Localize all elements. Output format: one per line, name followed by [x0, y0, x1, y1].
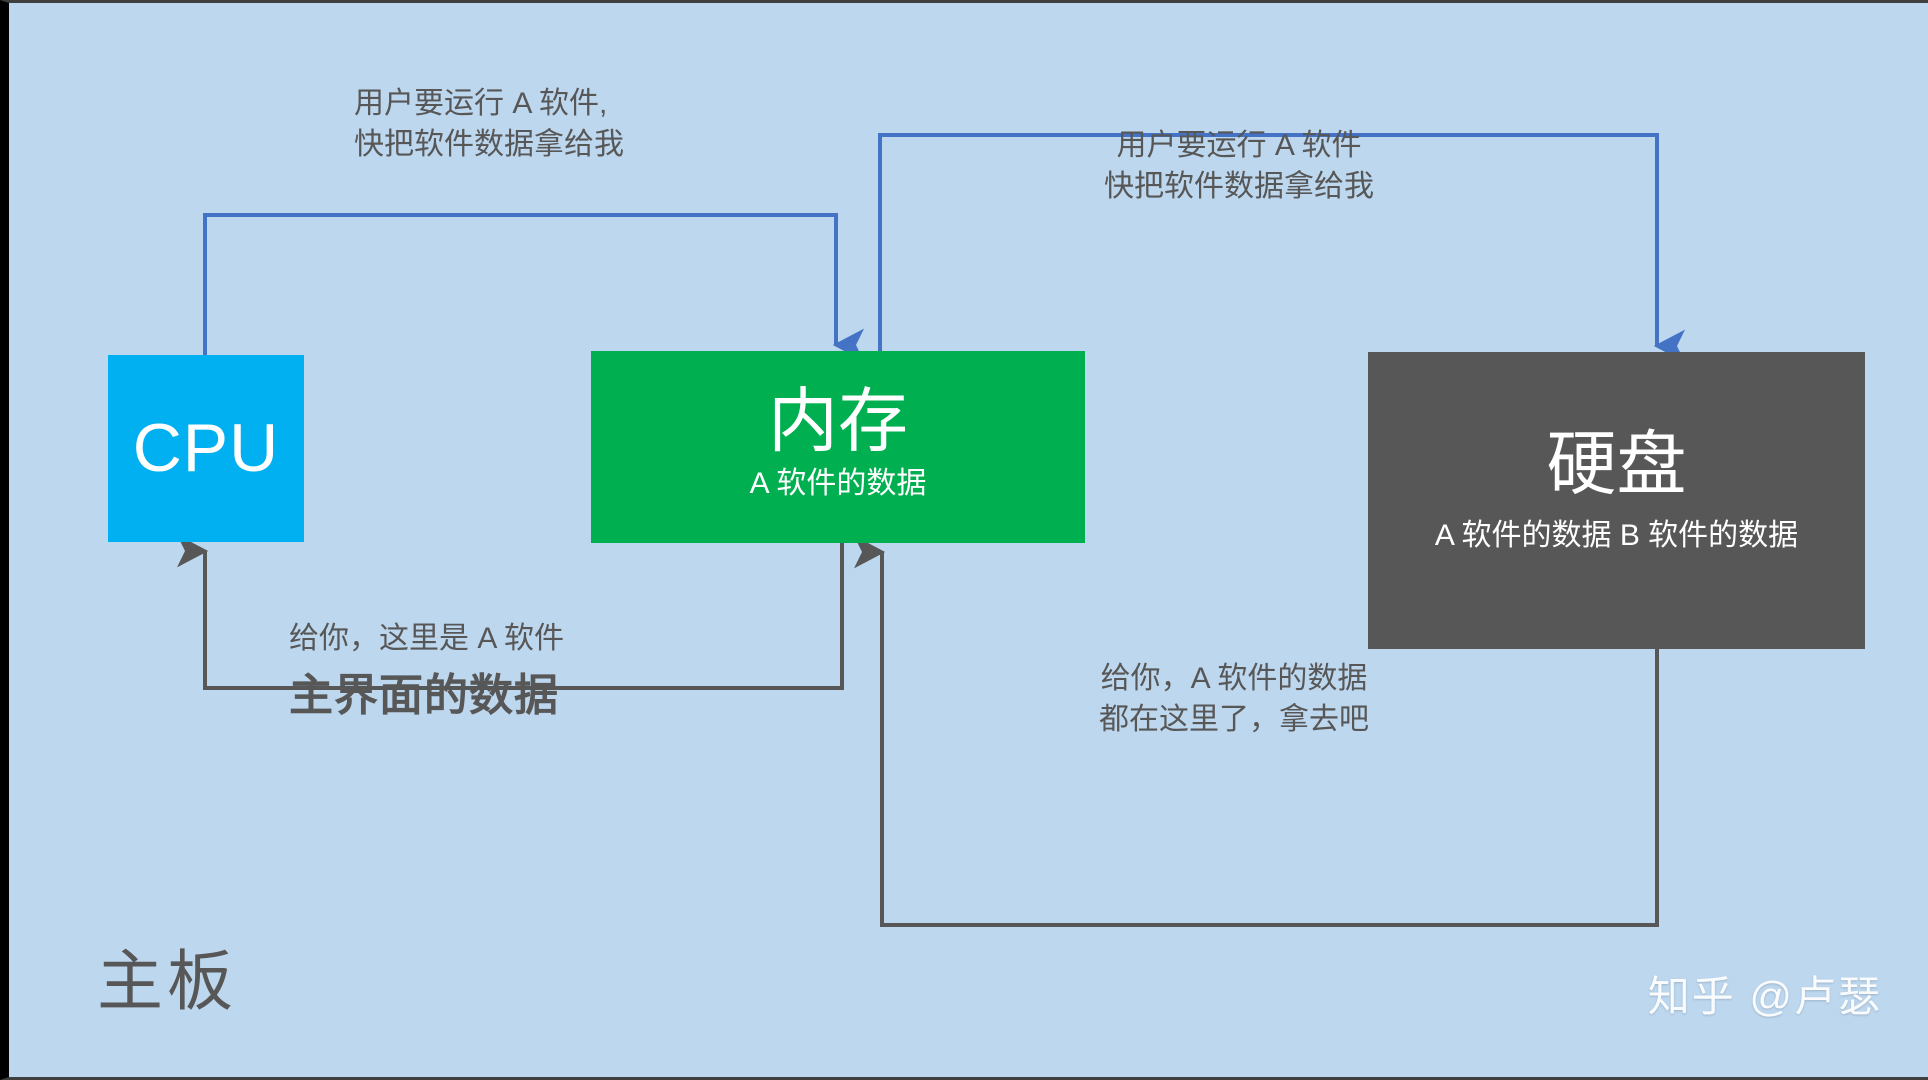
zhihu-watermark: 知乎 @卢瑟	[1647, 973, 1882, 1020]
annotation-memory-reply-line1: 给你，这里是 A 软件	[289, 622, 565, 656]
memory-block: 内存 A 软件的数据	[591, 351, 1085, 543]
memory-contents: A 软件的数据	[749, 466, 927, 500]
memory-title: 内存	[768, 382, 908, 461]
annotation-memory-request: 用户要运行 A 软件 快把软件数据拿给我	[1104, 129, 1374, 204]
arrow-cpu-to-memory	[203, 213, 864, 362]
motherboard-label: 主板	[97, 944, 237, 1018]
annotation-memory-reply: 给你，这里是 A 软件 主界面的数据	[289, 577, 564, 768]
annotation-memory-reply-line2: 主界面的数据	[289, 670, 559, 720]
cpu-block: CPU	[108, 355, 304, 542]
cpu-title: CPU	[132, 409, 280, 486]
hard-disk-title: 硬盘	[1546, 424, 1687, 503]
diagram-stage: CPU 内存 A 软件的数据 硬盘 A 软件的数据 B 软件的数据 用户要运行 …	[9, 3, 1928, 1077]
hard-disk-block: 硬盘 A 软件的数据 B 软件的数据	[1368, 352, 1865, 649]
hard-disk-contents: A 软件的数据 B 软件的数据	[1434, 519, 1799, 553]
annotation-cpu-request: 用户要运行 A 软件, 快把软件数据拿给我	[354, 87, 624, 162]
annotation-disk-reply: 给你，A 软件的数据 都在这里了，拿去吧	[1099, 662, 1369, 737]
